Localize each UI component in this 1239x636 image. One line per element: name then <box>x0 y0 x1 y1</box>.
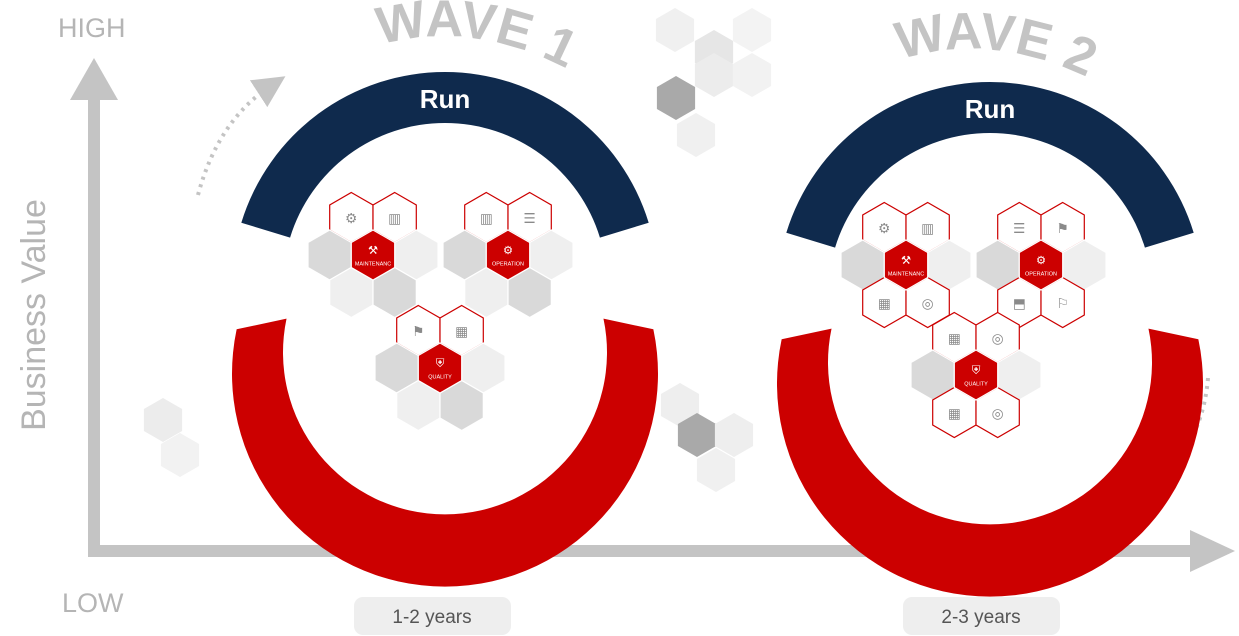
y-axis-title: Business Value <box>15 199 53 431</box>
upward-progress-arrow <box>196 76 286 196</box>
wave-2-module-cluster: ⚙ ▥ ▦ ◎ ⚒ MAINTENANC ☰ ⚑ ⬒ ⚐ ⚙ OPERATION ▦ ◎ ▦ ◎ ⛨ QUALIT… <box>840 201 1107 439</box>
wave-2-title: WAVE 2 <box>890 2 1105 88</box>
transform-arc <box>231 318 658 587</box>
module-hexagon-quality <box>953 349 999 401</box>
feature-icon: ⚙ <box>878 221 890 237</box>
wrench-icon: ⚒ <box>901 254 911 267</box>
background-hexagons <box>143 8 772 492</box>
wave-1-duration-pill <box>354 597 511 635</box>
module-hexagon-maintenanc <box>350 229 396 281</box>
feature-icon: ▦ <box>455 324 468 340</box>
background-hexagon <box>160 433 200 477</box>
feature-icon: ▥ <box>388 211 401 227</box>
module-label: QUALITY <box>964 382 988 388</box>
feature-icon: ▦ <box>878 296 891 312</box>
background-hexagon <box>732 53 772 97</box>
feature-icon: ◎ <box>992 331 1004 347</box>
feature-icon: ▦ <box>948 331 961 347</box>
module-label: MAINTENANC <box>355 262 391 268</box>
background-hexagon <box>655 8 695 52</box>
feature-icon: ☰ <box>1013 221 1025 237</box>
module-label: OPERATION <box>1025 272 1057 278</box>
background-hexagon <box>676 113 716 157</box>
y-axis-arrowhead <box>70 58 118 100</box>
feature-icon: ◎ <box>922 296 934 312</box>
feature-icon: ◎ <box>992 406 1004 422</box>
feature-icon: ▥ <box>480 211 493 227</box>
background-hexagon <box>696 448 736 492</box>
transform-label: Transform <box>381 441 510 480</box>
module-hexes-quality: ▦ ◎ ▦ ◎ ⛨ QUALITY <box>910 311 1042 439</box>
y-axis-line <box>88 92 100 557</box>
module-label: MAINTENANC <box>888 272 924 278</box>
background-hexagon <box>656 76 696 120</box>
shield-icon: ⛨ <box>972 364 981 377</box>
axis-high-label: HIGH <box>58 13 126 43</box>
module-label: OPERATION <box>492 262 524 268</box>
wrench-icon: ⚒ <box>368 244 378 257</box>
background-hexagon <box>732 8 772 52</box>
feature-icon: ⚙ <box>345 211 357 227</box>
wave-2-duration-pill <box>903 597 1060 635</box>
module-hexes-operation: ☰ ⚑ ⬒ ⚐ ⚙ OPERATION <box>975 201 1107 329</box>
background-hexagon <box>660 383 700 427</box>
module-hexagon-operation <box>485 229 531 281</box>
module-hexagon-operation <box>1018 239 1064 291</box>
shield-icon: ⛨ <box>436 357 445 370</box>
module-hexes-maintenanc: ⚙ ▥ ⚒ MAINTENANC <box>307 191 439 319</box>
transform-arc <box>777 328 1203 597</box>
background-hexagon <box>714 413 754 457</box>
gear-icon: ⚙ <box>503 244 513 257</box>
run-arc <box>786 82 1194 248</box>
gear-icon: ⚙ <box>1036 254 1046 267</box>
wave-1-title: WAVE 1 <box>372 0 586 79</box>
module-hexes-operation: ▥ ☰ ⚙ OPERATION <box>442 191 574 319</box>
wave-1-module-cluster: ⚙ ▥ ⚒ MAINTENANC ▥ ☰ ⚙ OPERATION ⚑ ▦ ⛨ QUALITY <box>307 191 574 432</box>
run-label: Run <box>420 84 471 114</box>
feature-icon: ▥ <box>921 221 934 237</box>
module-label: QUALITY <box>428 375 452 381</box>
axis-low-label: LOW <box>62 588 124 618</box>
module-hexagon-maintenanc <box>883 239 929 291</box>
background-hexagon <box>143 398 183 442</box>
run-label: Run <box>965 94 1016 124</box>
feature-icon: ▦ <box>948 406 961 422</box>
feature-icon: ☰ <box>523 211 535 227</box>
run-arc <box>241 71 649 238</box>
module-hexes-quality: ⚑ ▦ ⛨ QUALITY <box>374 304 506 432</box>
feature-icon: ⬒ <box>1013 296 1026 312</box>
transform-label: Transform <box>926 451 1055 490</box>
background-hexagon <box>677 413 717 457</box>
feature-icon: ⚐ <box>1056 296 1068 312</box>
wave-2-duration: 2-3 years <box>941 607 1020 628</box>
module-hexes-maintenanc: ⚙ ▥ ▦ ◎ ⚒ MAINTENANC <box>840 201 972 329</box>
background-hexagon <box>694 53 734 97</box>
feature-icon: ⚑ <box>1056 221 1068 237</box>
wave-1-duration: 1-2 years <box>392 607 471 628</box>
x-axis-arrowhead <box>1190 530 1235 572</box>
module-hexagon-quality <box>417 342 463 394</box>
feature-icon: ⚑ <box>412 324 424 340</box>
